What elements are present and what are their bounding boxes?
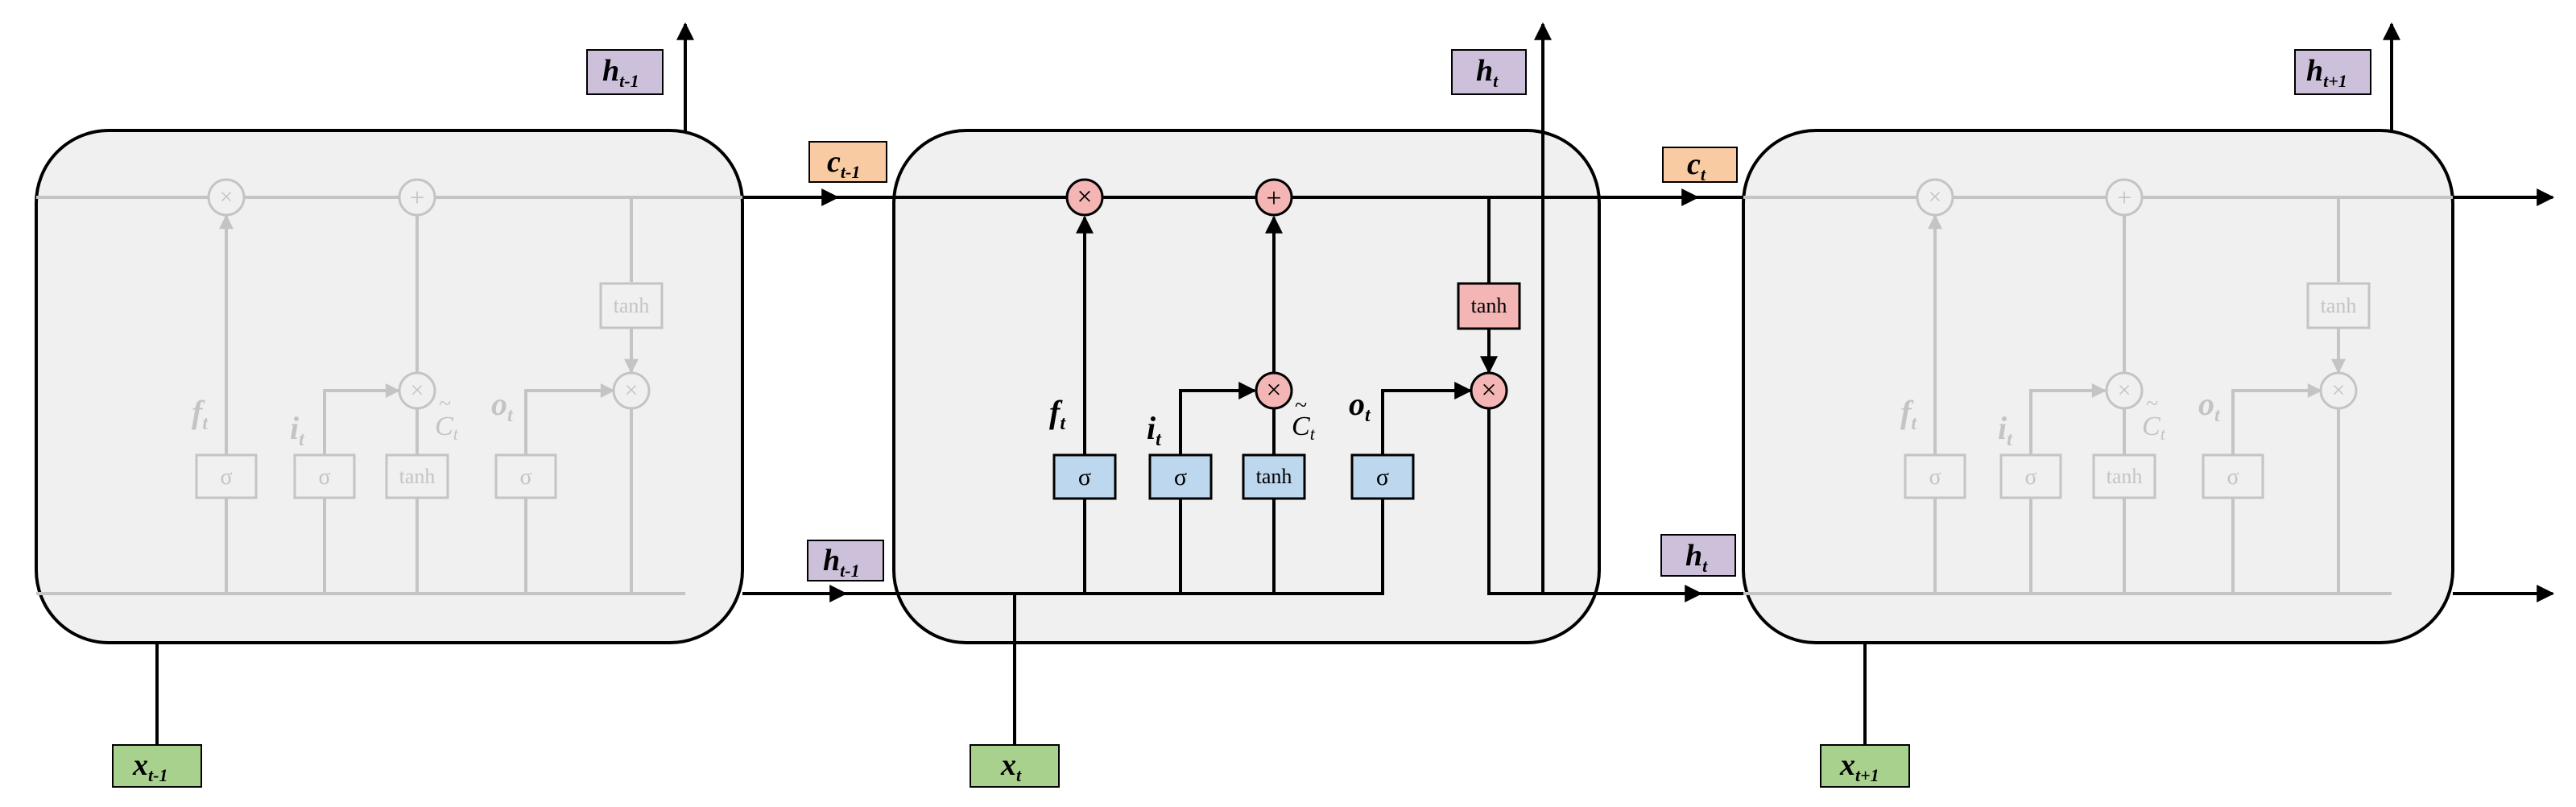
svg-text:σ: σ: [1174, 464, 1187, 490]
cell-prev-label-ctilde: Ct: [435, 412, 459, 444]
cell-curr-sigma-i: σ: [1148, 453, 1213, 500]
cell-prev-forget-multiply: ×: [207, 178, 246, 217]
cell-prev-sigma-f: σ: [195, 453, 258, 499]
cell-next-add: +: [2105, 178, 2144, 217]
cell-curr-o-arrow: [1381, 382, 1473, 455]
svg-text:tanh: tanh: [614, 294, 650, 317]
svg-text:×: ×: [1481, 375, 1496, 405]
cell-prev-sigma-i: σ: [293, 453, 356, 499]
label-h-curr-top: ht: [1451, 49, 1527, 95]
cell-next-tanh-c: tanh: [2092, 453, 2156, 499]
label-x-curr: xt: [970, 744, 1060, 788]
svg-text:σ: σ: [1376, 464, 1389, 490]
cell-next-input-multiply: ×: [2105, 371, 2144, 410]
cell-curr-i-arrow: [1179, 382, 1257, 455]
svg-text:×: ×: [625, 377, 639, 404]
cell-next-sigma-o: σ: [2202, 453, 2264, 499]
label-x-prev: xt-1: [112, 744, 202, 788]
label-x-next: xt+1: [1820, 744, 1910, 788]
svg-text:xt-1: xt-1: [132, 748, 167, 785]
cell-curr-h-bus: [894, 498, 1384, 595]
cell-curr-label-o: ot: [1349, 386, 1371, 426]
svg-text:×: ×: [220, 184, 234, 210]
svg-text:tanh: tanh: [2321, 294, 2357, 317]
cell-prev-label-o: ot: [491, 386, 514, 426]
cell-next-forget-multiply: ×: [1916, 178, 1954, 217]
cell-curr-output-multiply: ×: [1470, 371, 1508, 410]
cell-curr-sigma-o: σ: [1350, 453, 1415, 500]
cell-prev-add: +: [398, 178, 436, 217]
cell-prev-tanh-h: tanh: [599, 282, 664, 329]
cell-curr-label-f: ft: [1049, 394, 1066, 434]
svg-text:ht: ht: [1685, 539, 1708, 576]
svg-text:+: +: [410, 183, 424, 212]
svg-text:xt+1: xt+1: [1839, 748, 1879, 785]
cell-next-output-multiply: ×: [2319, 371, 2358, 410]
cell-prev-output-multiply: ×: [612, 371, 651, 410]
label-c-prev: ct-1: [808, 141, 887, 183]
cell-next-label-ctilde: Ct: [2142, 412, 2166, 444]
label-c-curr: ct: [1662, 147, 1738, 184]
svg-text:σ: σ: [2024, 465, 2036, 490]
label-h-next-top: ht+1: [2294, 49, 2371, 95]
svg-text:+: +: [2117, 183, 2132, 212]
cell-next-label-i: it: [1998, 410, 2013, 450]
svg-text:ct-1: ct-1: [827, 145, 860, 182]
svg-text:σ: σ: [318, 465, 330, 490]
cell-curr-label-ctilde-tilde: ~: [1295, 393, 1307, 418]
svg-text:xt: xt: [1000, 748, 1022, 785]
svg-text:ht-1: ht-1: [602, 54, 639, 91]
svg-text:tanh: tanh: [1256, 465, 1292, 488]
svg-text:σ: σ: [2227, 465, 2239, 490]
svg-text:×: ×: [1929, 184, 1942, 210]
cell-next: × + × × σ σ tanh σ: [1742, 129, 2454, 644]
svg-text:tanh: tanh: [399, 465, 436, 488]
cell-prev-tanh-c: tanh: [385, 453, 449, 499]
cell-curr-label-i: it: [1147, 410, 1162, 450]
label-h-prev-top: ht-1: [586, 49, 664, 95]
cell-next-label-f: ft: [1900, 394, 1917, 434]
svg-text:×: ×: [411, 377, 424, 404]
svg-text:+: +: [1266, 184, 1281, 213]
svg-text:tanh: tanh: [2107, 465, 2143, 488]
svg-text:×: ×: [1266, 375, 1281, 405]
svg-text:ct: ct: [1687, 147, 1706, 184]
cell-curr-add: +: [1255, 178, 1293, 217]
cell-next-label-o: ot: [2198, 386, 2221, 426]
svg-text:ht+1: ht+1: [2306, 54, 2347, 91]
svg-text:×: ×: [1077, 182, 1092, 212]
cell-prev-label-ctilde-tilde: ~: [439, 391, 451, 416]
cell-prev-sigma-o: σ: [494, 453, 557, 499]
cell-curr-tanh-h: tanh: [1457, 282, 1521, 330]
cell-next-label-ctilde-tilde: ~: [2146, 391, 2158, 416]
svg-text:×: ×: [2118, 377, 2132, 404]
svg-text:tanh: tanh: [1471, 294, 1507, 317]
cell-curr-forget-multiply: ×: [1065, 178, 1104, 217]
cell-prev-label-f: ft: [192, 394, 209, 434]
cell-prev-label-i: it: [290, 410, 305, 450]
svg-text:σ: σ: [1078, 464, 1091, 490]
svg-text:ht-1: ht-1: [823, 544, 860, 581]
label-h-curr-bottom: ht: [1660, 534, 1736, 577]
svg-text:ht: ht: [1476, 54, 1499, 91]
cell-prev: × + × × σ σ tanh σ: [35, 129, 744, 644]
cell-next-sigma-f: σ: [1904, 453, 1966, 499]
cell-curr: × + × × σ σ tanh σ: [892, 22, 1601, 745]
cell-curr-tanh-c: tanh: [1242, 453, 1306, 500]
cell-curr-input-multiply: ×: [1255, 371, 1293, 410]
svg-text:σ: σ: [1929, 465, 1941, 490]
cell-curr-label-ctilde: Ct: [1292, 412, 1316, 444]
cell-curr-sigma-f: σ: [1052, 453, 1117, 500]
svg-text:σ: σ: [519, 465, 531, 490]
svg-text:×: ×: [2332, 377, 2346, 404]
cell-prev-input-multiply: ×: [398, 371, 436, 410]
label-h-prev-bottom: ht-1: [807, 540, 884, 581]
cell-next-sigma-i: σ: [1999, 453, 2062, 499]
cell-next-tanh-h: tanh: [2306, 282, 2371, 329]
cell-curr-h-out-bus: [1487, 409, 1599, 595]
svg-text:σ: σ: [220, 465, 232, 490]
